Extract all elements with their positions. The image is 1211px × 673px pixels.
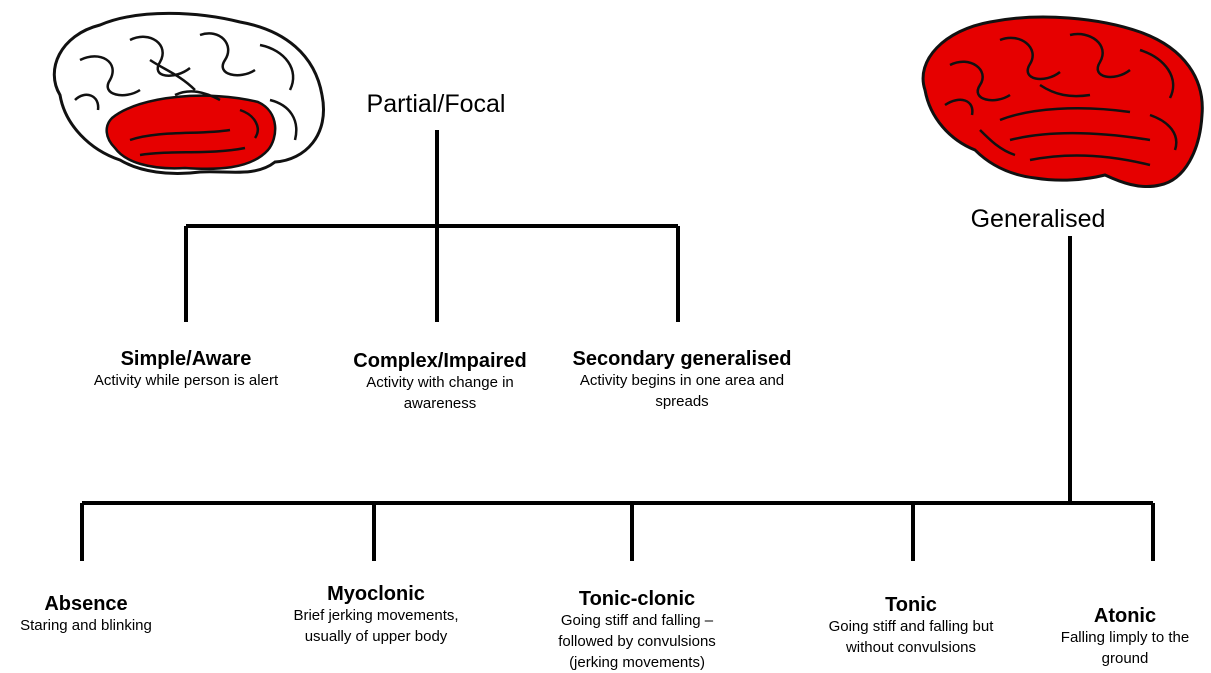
partial-focal-label: Partial/Focal bbox=[346, 90, 526, 119]
node-desc: Activity with change in awareness bbox=[350, 372, 530, 414]
node-title: Absence bbox=[0, 593, 172, 615]
node-title: Tonic bbox=[800, 594, 1022, 616]
node-title: Myoclonic bbox=[264, 583, 488, 605]
node-simple-aware: Simple/Aware Activity while person is al… bbox=[76, 348, 296, 391]
node-title: Complex/Impaired bbox=[330, 350, 550, 372]
node-atonic: Atonic Falling limply to the ground bbox=[1040, 605, 1210, 669]
node-desc: Staring and blinking bbox=[0, 615, 172, 636]
node-title: Simple/Aware bbox=[76, 348, 296, 370]
node-desc: Activity begins in one area and spreads bbox=[557, 370, 807, 412]
node-desc: Activity while person is alert bbox=[91, 370, 281, 391]
node-myoclonic: Myoclonic Brief jerking movements, usual… bbox=[264, 583, 488, 647]
brain-generalised-icon bbox=[923, 17, 1202, 187]
node-desc: Brief jerking movements, usually of uppe… bbox=[276, 605, 476, 647]
node-desc: Going stiff and falling – followed by co… bbox=[537, 610, 737, 673]
node-absence: Absence Staring and blinking bbox=[0, 593, 172, 636]
node-title: Secondary generalised bbox=[551, 348, 813, 370]
generalised-label: Generalised bbox=[948, 205, 1128, 234]
node-title: Atonic bbox=[1040, 605, 1210, 627]
node-complex-impaired: Complex/Impaired Activity with change in… bbox=[330, 350, 550, 414]
node-desc: Going stiff and falling but without conv… bbox=[806, 616, 1016, 658]
brain-partial-icon bbox=[54, 13, 323, 173]
node-desc: Falling limply to the ground bbox=[1045, 627, 1205, 669]
node-tonic: Tonic Going stiff and falling but withou… bbox=[800, 594, 1022, 658]
node-title: Tonic-clonic bbox=[525, 588, 749, 610]
node-secondary-generalised: Secondary generalised Activity begins in… bbox=[551, 348, 813, 412]
node-tonic-clonic: Tonic-clonic Going stiff and falling – f… bbox=[525, 588, 749, 673]
